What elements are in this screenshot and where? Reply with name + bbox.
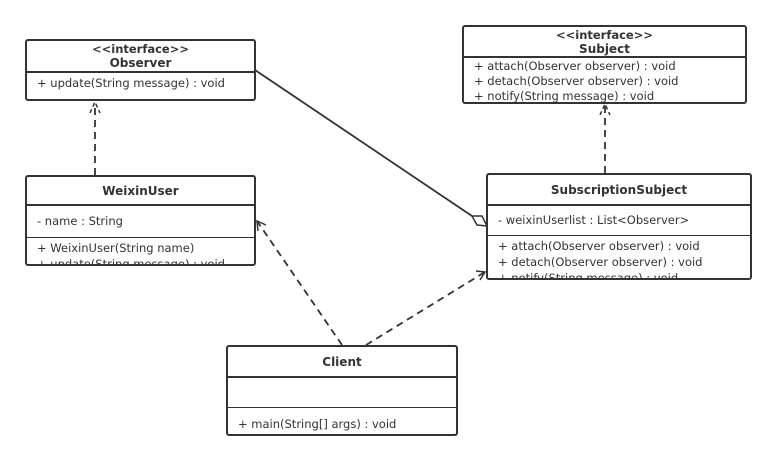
class-subject[interactable]: <<interface>> Subject + attach(Observer … (462, 25, 747, 104)
class-name: Client (322, 354, 362, 369)
dependency-arrowhead-weixinuser (256, 219, 267, 232)
class-weixinuser[interactable]: WeixinUser - name : String + WeixinUser(… (25, 175, 256, 266)
method: + detach(Observer observer) : void (474, 74, 679, 88)
method: + detach(Observer observer) : void (498, 255, 703, 269)
class-client[interactable]: Client + main(String[] args) : void (226, 345, 458, 436)
attribute: - name : String (37, 214, 123, 228)
method: + WeixinUser(String name) (37, 241, 195, 255)
method: + update(String message) : void (37, 76, 225, 90)
class-header: <<interface>> Subject (464, 27, 745, 58)
attributes-section: - name : String (27, 206, 254, 238)
stereotype: <<interface>> (91, 42, 190, 56)
class-header: Client (228, 347, 456, 378)
aggregation-diamond (470, 215, 489, 227)
class-subscriptionsubject[interactable]: SubscriptionSubject - weixinUserlist : L… (486, 173, 752, 280)
method: + notify(String message) : void (498, 271, 679, 280)
methods-section: + attach(Observer observer) : void + det… (488, 236, 750, 280)
methods-section: + update(String message) : void (27, 73, 254, 91)
method: + notify(String message) : void (474, 89, 655, 103)
class-name: Subject (579, 41, 630, 56)
method: + attach(Observer observer) : void (498, 239, 700, 253)
class-header: SubscriptionSubject (488, 175, 750, 206)
methods-section: + attach(Observer observer) : void + det… (464, 58, 745, 103)
class-header: <<interface>> Observer (27, 41, 254, 73)
class-name: Observer (109, 56, 172, 70)
aggregation-line (254, 69, 473, 217)
dependency-arrowhead-subscriptionsubject (475, 270, 487, 281)
methods-section: + WeixinUser(String name) + update(Strin… (27, 238, 254, 266)
class-name: SubscriptionSubject (550, 182, 688, 197)
method: + update(String message) : void (37, 257, 225, 266)
class-name: WeixinUser (102, 183, 179, 198)
attributes-section: - weixinUserlist : List<Observer> (488, 206, 750, 236)
class-header: WeixinUser (27, 177, 254, 206)
attributes-section (228, 378, 456, 408)
method: + attach(Observer observer) : void (474, 59, 676, 73)
methods-section: + main(String[] args) : void (228, 408, 456, 432)
attribute: - weixinUserlist : List<Observer> (498, 213, 690, 227)
dependency-client-subscriptionsubject (365, 271, 486, 346)
method: + main(String[] args) : void (238, 417, 397, 431)
stereotype: <<interface>> (555, 27, 654, 42)
dependency-client-weixinuser (256, 220, 343, 346)
class-observer[interactable]: <<interface>> Observer + update(String m… (25, 39, 256, 101)
